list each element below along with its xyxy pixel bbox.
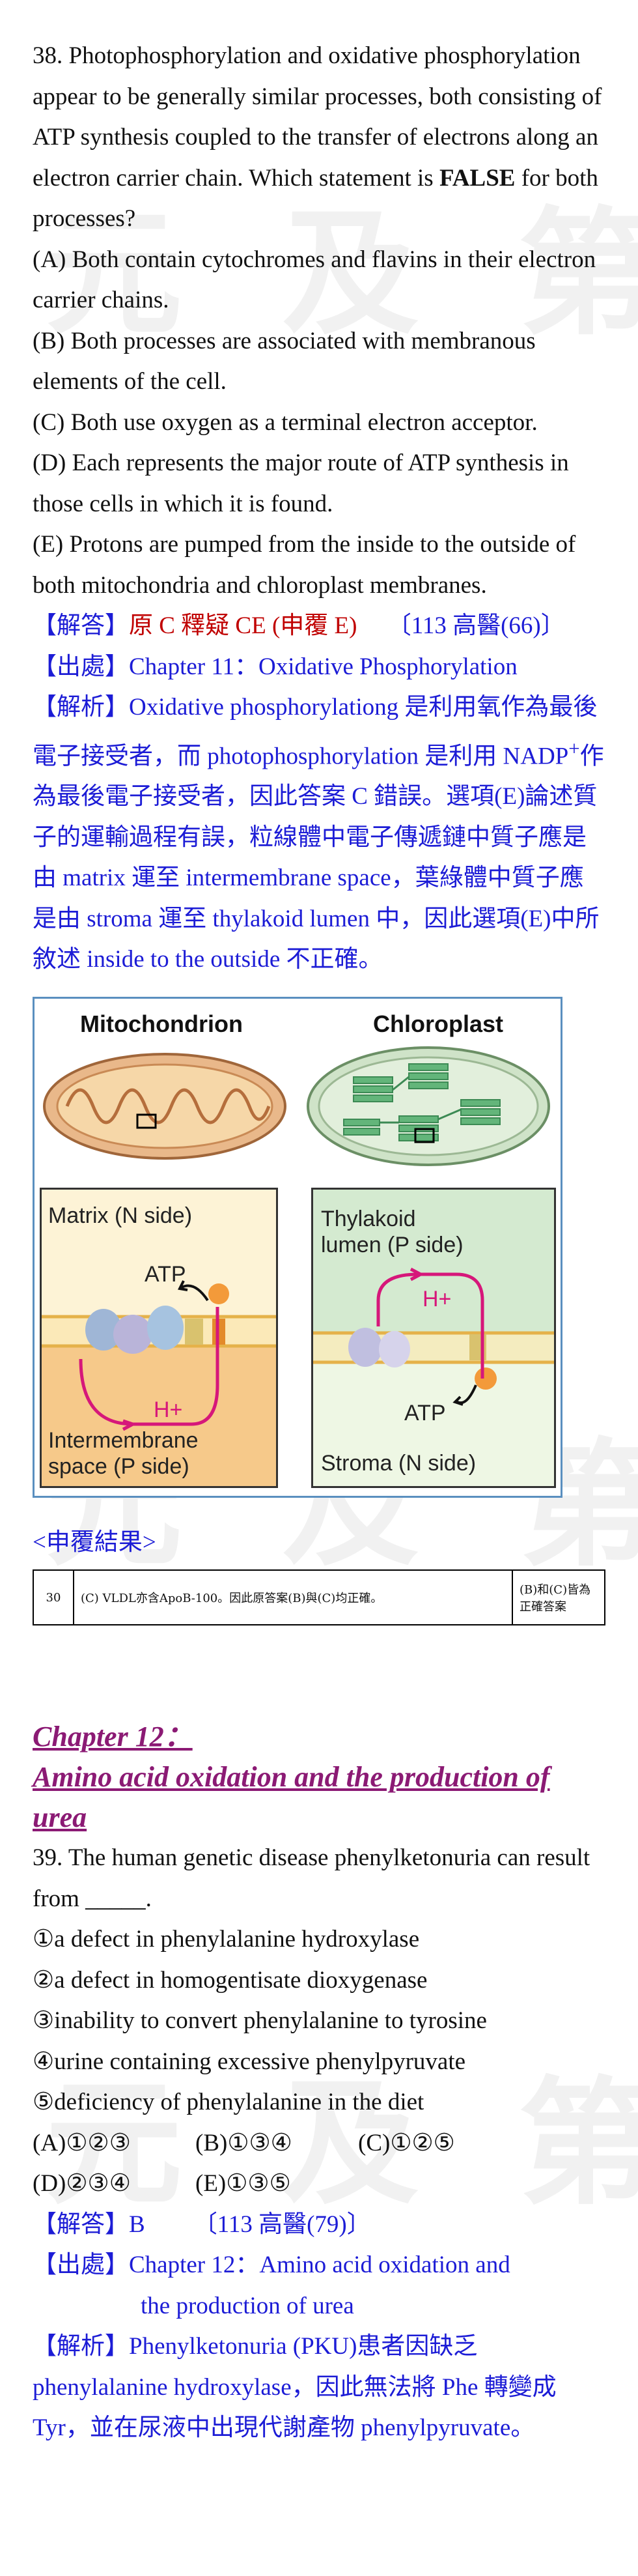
list-item: ①a defect in phenylalanine hydroxylase (33, 1926, 420, 1953)
row-number: 30 (33, 1569, 74, 1626)
mitochondrion-title: Mitochondrion (80, 1010, 243, 1037)
appeal-result-header: <申覆結果> (33, 1528, 156, 1556)
thylakoid-label-2: lumen (P side) (321, 1232, 464, 1257)
thylakoid-label-1: Thylakoid (321, 1206, 416, 1231)
atp-label: ATP (404, 1400, 446, 1425)
list-item: ④urine containing excessive phenylpyruva… (33, 2048, 466, 2075)
row-text: (C) VLDL亦含ApoB-100。因此原答案(B)與(C)均正確。 (73, 1569, 513, 1626)
mitochondrion-image (43, 1052, 286, 1160)
analysis: 【解析】Phenylketonuria (PKU)患者因缺乏 phenylala… (33, 2333, 557, 2442)
answer-line: 【解答】原 C 釋疑 CE (申覆 E) 〔113 高醫(66)〕 (33, 612, 565, 639)
source-line: 【出處】Chapter 12：Amino acid oxidation and (33, 2252, 510, 2279)
option-c: (C) Both use oxygen as a terminal electr… (33, 408, 538, 436)
answer-block-39: 【解答】B 〔113 高醫(79)〕 【出處】Chapter 12：Amino … (33, 2205, 605, 2449)
choices-row-1: (A)①②③(B)①③④(C)①②⑤ (33, 2129, 455, 2156)
watermark: 元 及 第 (46, 194, 638, 354)
hplus-label: H+ (154, 1397, 183, 1422)
atp-label: ATP (145, 1261, 186, 1287)
hplus-label: H+ (423, 1286, 452, 1311)
choices-row-2: (D)②③④(E)①③⑤ (33, 2170, 291, 2197)
option-e: (E) Protons are pumped from the inside t… (33, 531, 576, 599)
matrix-label: Matrix (N side) (48, 1203, 193, 1228)
question-38: 38. Photophosphorylation and oxidative p… (33, 36, 605, 606)
organelle-illustrations (43, 1046, 550, 1166)
stroma-region (313, 1362, 554, 1486)
option-a: (A) Both contain cytochromes and flavins… (33, 246, 596, 314)
answer-block-38: 【解答】原 C 釋疑 CE (申覆 E) 〔113 高醫(66)〕 【出處】Ch… (33, 606, 605, 980)
chloroplast-panel: Thylakoid lumen (P side) Stroma (N side) (311, 1187, 556, 1488)
stroma-label: Stroma (N side) (321, 1450, 477, 1476)
chloroplast-image (307, 1046, 550, 1166)
appeal-result-table: 30 (C) VLDL亦含ApoB-100。因此原答案(B)與(C)均正確。 (… (33, 1569, 605, 1626)
document-body: 38. Photophosphorylation and oxidative p… (33, 36, 605, 2449)
list-item: ⑤deficiency of phenylalanine in the diet (33, 2089, 424, 2116)
source-line-2: the production of urea (141, 2292, 354, 2319)
photosynthesis-figure: Mitochondrion Chloroplast (33, 996, 562, 1498)
table-row: 30 (C) VLDL亦含ApoB-100。因此原答案(B)與(C)均正確。 (… (33, 1569, 605, 1626)
chapter-12-title: Chapter 12： Amino acid oxidation and the… (33, 1721, 550, 1834)
question-stem: 38. Photophosphorylation and oxidative p… (33, 42, 602, 232)
answer-line: 【解答】B 〔113 高醫(79)〕 (33, 2211, 371, 2238)
source-line: 【出處】Chapter 11：Oxidative Phosphorylation (33, 653, 518, 680)
intermembrane-label-1: Intermembrane (48, 1427, 199, 1453)
row-result: (B)和(C)皆為正確答案 (512, 1569, 605, 1626)
intermembrane-label-2: space (P side) (48, 1453, 189, 1479)
option-d: (D) Each represents the major route of A… (33, 450, 569, 517)
chloro-membrane-diagram (313, 1267, 554, 1406)
chloroplast-title: Chloroplast (373, 1010, 504, 1037)
analysis: 【解析】Oxidative phosphorylationg 是利用氧作為最後電… (33, 694, 604, 973)
option-b: (B) Both processes are associated with m… (33, 327, 536, 395)
list-item: ②a defect in homogentisate dioxygenase (33, 1966, 428, 1994)
watermark: 元 及 第 (46, 2064, 638, 2224)
question-stem: 39. The human genetic disease phenylketo… (33, 1844, 590, 1912)
question-39: 39. The human genetic disease phenylketo… (33, 1838, 605, 2205)
list-item: ③inability to convert phenylalanine to t… (33, 2007, 487, 2035)
mitochondrion-panel: Matrix (N side) Intermembrane space (P s… (40, 1187, 278, 1488)
mito-membrane-diagram (42, 1280, 276, 1431)
